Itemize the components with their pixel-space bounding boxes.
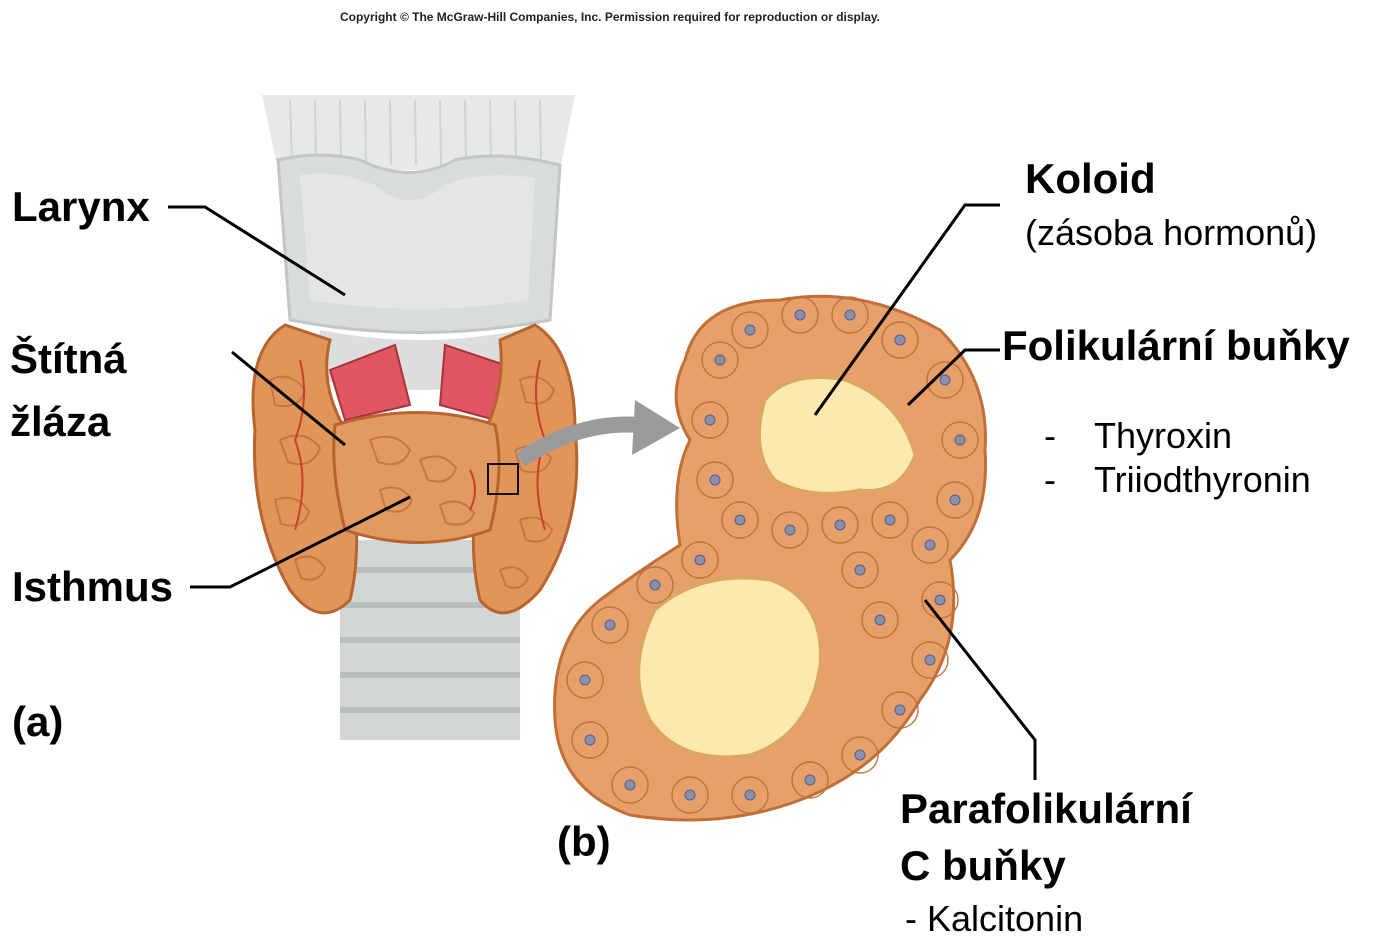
label-parafollicular-line1: Parafolikulární	[900, 785, 1192, 833]
label-follicular-cells: Folikulární buňky	[1002, 322, 1350, 370]
label-larynx: Larynx	[12, 183, 150, 231]
hormone-triiodthyronin: Triiodthyronin	[1094, 458, 1311, 502]
label-panel-b: (b)	[557, 818, 611, 866]
label-thyroid-line1: Štítná	[10, 335, 127, 383]
copyright-notice: Copyright © The McGraw-Hill Companies, I…	[0, 10, 1220, 24]
list-marker: -	[1044, 414, 1094, 458]
label-isthmus: Isthmus	[12, 563, 173, 611]
label-panel-a: (a)	[12, 698, 63, 746]
follicle-tissue-illustration	[555, 296, 986, 820]
list-marker: -	[1044, 458, 1094, 502]
label-colloid: Koloid	[1025, 155, 1156, 203]
hormone-thyroxin: Thyroxin	[1094, 414, 1232, 458]
label-kalcitonin: - Kalcitonin	[905, 898, 1083, 940]
follicular-hormone-list: - Thyroxin - Triiodthyronin	[1044, 414, 1311, 502]
list-item: - Thyroxin	[1044, 414, 1311, 458]
label-parafollicular-line2: C buňky	[900, 842, 1066, 890]
list-item: - Triiodthyronin	[1044, 458, 1311, 502]
label-colloid-sub: (zásoba hormonů)	[1025, 212, 1317, 254]
label-thyroid-line2: žláza	[10, 398, 110, 446]
